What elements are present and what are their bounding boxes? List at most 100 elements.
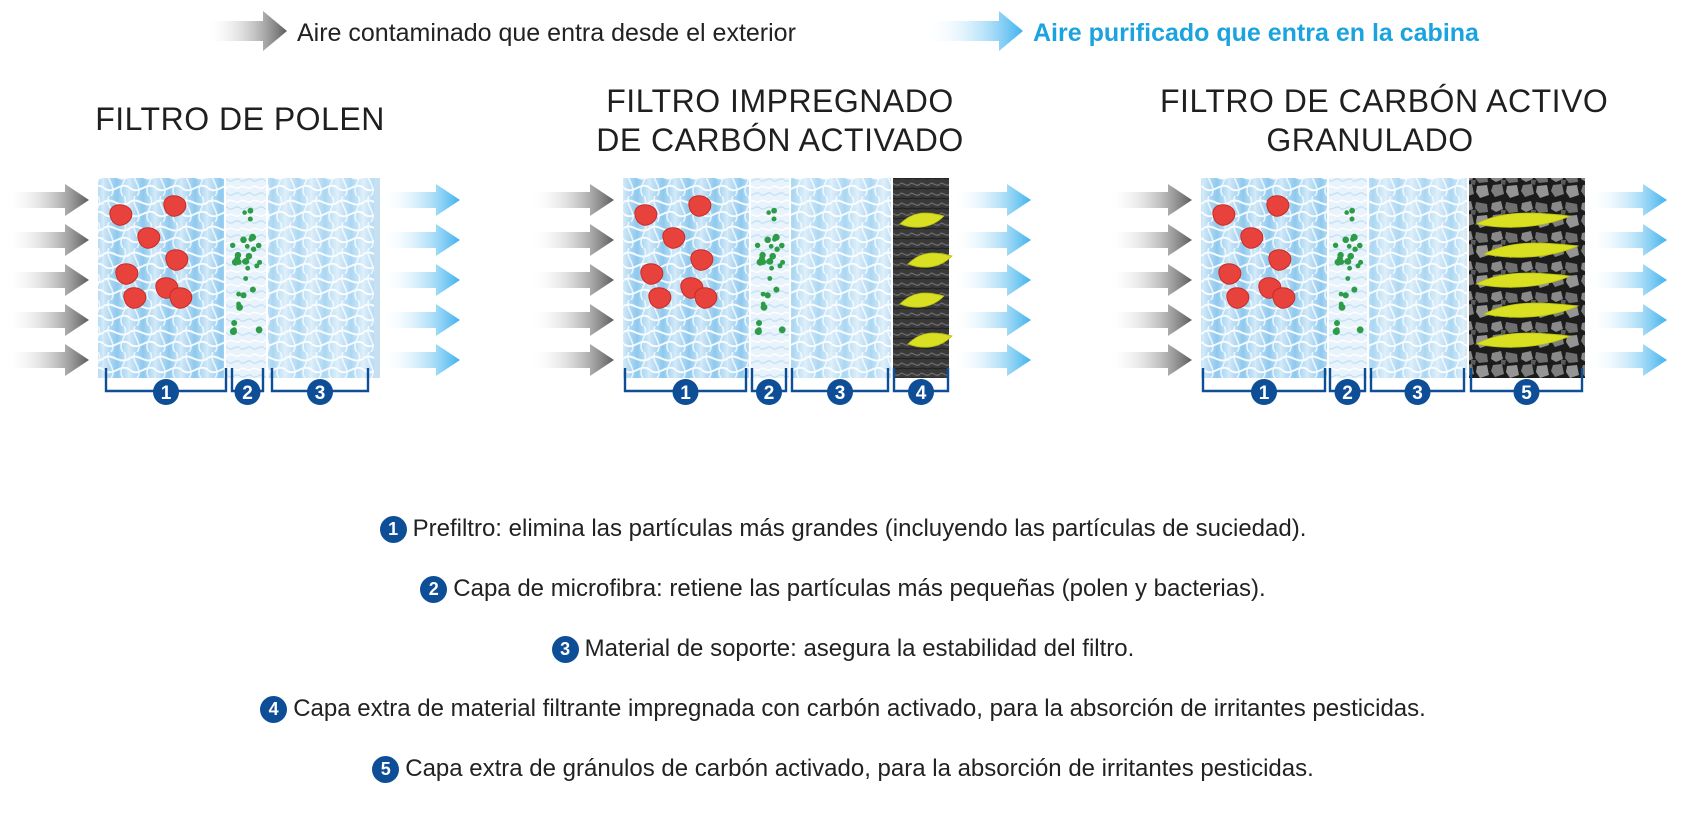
incoming-air-arrow bbox=[1108, 344, 1192, 376]
pollen-dot bbox=[1349, 216, 1355, 222]
pollen-dot bbox=[771, 207, 777, 214]
pollen-dot bbox=[250, 246, 257, 252]
gas-molecules bbox=[1474, 212, 1580, 348]
layer-number-badge bbox=[234, 379, 261, 405]
gas-molecule bbox=[1474, 272, 1572, 288]
incoming-air-arrow bbox=[5, 184, 89, 216]
blue-arrow-icon bbox=[925, 9, 1025, 58]
outgoing-air-arrow bbox=[951, 224, 1031, 256]
layer-4-carbon-impregnated bbox=[893, 178, 949, 378]
dirt-particle bbox=[169, 287, 193, 309]
gas-molecule bbox=[907, 332, 953, 348]
pollen-dot bbox=[1352, 246, 1358, 252]
pollen-dot bbox=[242, 210, 247, 215]
outgoing-air-arrow bbox=[380, 344, 460, 376]
incoming-air-arrow bbox=[530, 344, 614, 376]
dirt-particle bbox=[109, 204, 133, 226]
number-badge: 4 bbox=[260, 696, 288, 723]
pollen-dot bbox=[764, 292, 771, 299]
pollen-dot bbox=[1334, 327, 1340, 333]
layer-number-label: 2 bbox=[1342, 383, 1353, 404]
pollen-dot bbox=[778, 326, 786, 334]
outgoing-air-arrow bbox=[380, 304, 460, 336]
layer-number-badge bbox=[1513, 379, 1540, 405]
pollen-dot bbox=[245, 252, 253, 260]
pollen-dot bbox=[777, 263, 783, 269]
pollen-dot bbox=[240, 292, 247, 299]
layer-number-label: 1 bbox=[680, 383, 691, 404]
pollen-dot bbox=[1332, 242, 1339, 248]
layer-number-badge bbox=[307, 379, 333, 405]
pollen-dot bbox=[1346, 243, 1352, 249]
pollen-dot bbox=[255, 326, 263, 334]
incoming-air-arrow bbox=[1108, 224, 1192, 256]
incoming-air-arrow bbox=[1108, 264, 1192, 296]
gas-molecule bbox=[899, 292, 945, 308]
incoming-air-arrow bbox=[530, 184, 614, 216]
pollen-dot bbox=[760, 303, 768, 311]
pollen-dot bbox=[257, 259, 263, 265]
outgoing-arrows bbox=[380, 184, 460, 376]
pollen-dot bbox=[244, 243, 250, 249]
dirt-particle bbox=[690, 249, 714, 271]
legend-incoming-label: Aire contaminado que entra desde el exte… bbox=[297, 18, 796, 47]
pollen-dot bbox=[756, 327, 762, 333]
incoming-arrows bbox=[1108, 184, 1192, 376]
incoming-air-arrow bbox=[530, 304, 614, 336]
outgoing-air-arrow bbox=[951, 184, 1031, 216]
number-badge: 2 bbox=[420, 576, 448, 603]
pollen-dot bbox=[254, 263, 260, 269]
outgoing-air-arrow bbox=[1587, 224, 1667, 256]
outgoing-air-arrow bbox=[951, 304, 1031, 336]
pollen-dot bbox=[1349, 207, 1355, 214]
layer-3-support bbox=[268, 178, 374, 378]
pollen-dot bbox=[245, 265, 251, 271]
panel-title: FILTRO IMPREGNADO DE CARBÓN ACTIVADO bbox=[580, 82, 980, 160]
outgoing-arrows bbox=[1587, 184, 1667, 376]
incoming-air-arrow bbox=[5, 264, 89, 296]
pollen-dot bbox=[1344, 258, 1350, 265]
dirt-particle bbox=[1266, 195, 1290, 217]
incoming-air-arrow bbox=[530, 264, 614, 296]
outgoing-air-arrow bbox=[1587, 184, 1667, 216]
pollen-dot bbox=[1342, 292, 1349, 299]
description-text: Material de soporte: asegura la estabili… bbox=[584, 635, 1135, 662]
description-text: Capa extra de gránulos de carbón activad… bbox=[405, 755, 1314, 782]
dirt-particle bbox=[1268, 249, 1292, 271]
pollen-dot bbox=[1350, 233, 1358, 241]
layer-number-label: 5 bbox=[1521, 383, 1532, 404]
layer-3-support bbox=[791, 178, 891, 378]
panel-title: FILTRO DE CARBÓN ACTIVO GRANULADO bbox=[1160, 82, 1609, 160]
layer-number-label: 3 bbox=[1412, 383, 1423, 404]
gas-molecule bbox=[1482, 302, 1580, 318]
incoming-arrows bbox=[5, 184, 89, 376]
pollen-dot bbox=[766, 210, 771, 215]
pollen-dot bbox=[1338, 291, 1344, 297]
pollen-dot bbox=[247, 207, 254, 214]
layer-number-badge bbox=[1334, 379, 1361, 405]
pollen-dot bbox=[1342, 236, 1349, 244]
gas-molecule bbox=[1482, 242, 1580, 258]
gas-molecule bbox=[899, 212, 945, 228]
panel-title-line1: FILTRO DE CARBÓN ACTIVO bbox=[1160, 83, 1609, 119]
pollen-dot bbox=[1338, 303, 1346, 311]
incoming-air-arrow bbox=[5, 224, 89, 256]
pollen-dot bbox=[1356, 326, 1364, 334]
gas-molecule bbox=[1474, 212, 1572, 228]
legend-outgoing: Aire purificado que entra en la cabina bbox=[925, 8, 1479, 58]
description-text: Capa de microfibra: retiene las partícul… bbox=[453, 575, 1266, 602]
pollen-dot bbox=[769, 252, 776, 260]
outgoing-arrows bbox=[951, 184, 1031, 376]
layer-number-label: 3 bbox=[315, 383, 326, 404]
pollen-dot bbox=[779, 242, 785, 249]
layer-number-label: 3 bbox=[835, 383, 846, 404]
pollen-dot bbox=[772, 233, 780, 241]
dirt-particle bbox=[640, 263, 664, 285]
outgoing-air-arrow bbox=[380, 264, 460, 296]
pollen-dot bbox=[756, 320, 762, 326]
incoming-air-arrow bbox=[1108, 184, 1192, 216]
pollen-dot bbox=[1344, 210, 1349, 215]
